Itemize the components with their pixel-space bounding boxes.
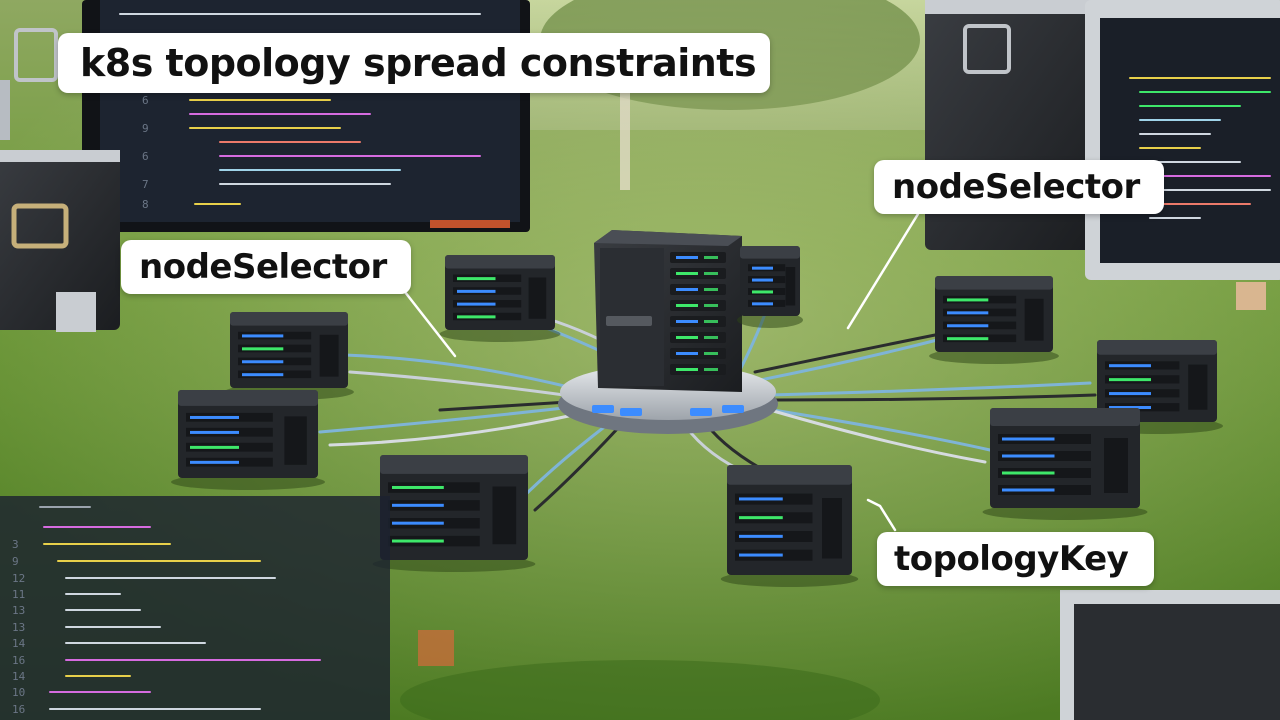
edge-servers bbox=[171, 246, 1223, 587]
svg-text:6: 6 bbox=[142, 150, 149, 163]
svg-text:16: 16 bbox=[12, 703, 25, 716]
label-pointers bbox=[403, 212, 920, 532]
svg-text:10: 10 bbox=[12, 686, 25, 699]
edge-server-8 bbox=[982, 408, 1148, 520]
edge-server-2 bbox=[737, 246, 803, 328]
node-selector-label-right: nodeSelector bbox=[874, 160, 1164, 214]
flight-case-bottom-right bbox=[1060, 590, 1280, 720]
svg-text:16: 16 bbox=[12, 654, 25, 667]
edge-server-9 bbox=[720, 465, 859, 587]
svg-text:11: 11 bbox=[12, 588, 25, 601]
edge-server-4 bbox=[929, 276, 1059, 364]
svg-text:8: 8 bbox=[142, 198, 149, 211]
svg-text:7: 7 bbox=[142, 178, 149, 191]
svg-text:14: 14 bbox=[12, 637, 26, 650]
title-label: k8s topology spread constraints bbox=[58, 33, 770, 93]
code-overlay-bottom-left: 3 9 12 11 13 13 14 16 14 10 16 bbox=[0, 496, 390, 720]
edge-server-3 bbox=[224, 312, 354, 400]
node-selector-label-left: nodeSelector bbox=[121, 240, 411, 294]
svg-text:13: 13 bbox=[12, 621, 25, 634]
edge-server-5 bbox=[171, 390, 325, 490]
svg-text:14: 14 bbox=[12, 670, 26, 683]
edge-server-1 bbox=[439, 255, 561, 342]
svg-text:9: 9 bbox=[12, 555, 19, 568]
svg-text:9: 9 bbox=[142, 122, 149, 135]
topology-key-label: topologyKey bbox=[877, 532, 1154, 586]
flight-case-left bbox=[0, 28, 120, 332]
svg-text:6: 6 bbox=[142, 94, 149, 107]
svg-text:3: 3 bbox=[12, 538, 19, 551]
edge-server-7 bbox=[372, 455, 536, 572]
svg-text:13: 13 bbox=[12, 604, 25, 617]
central-server-tower bbox=[594, 230, 742, 392]
svg-text:12: 12 bbox=[12, 572, 25, 585]
